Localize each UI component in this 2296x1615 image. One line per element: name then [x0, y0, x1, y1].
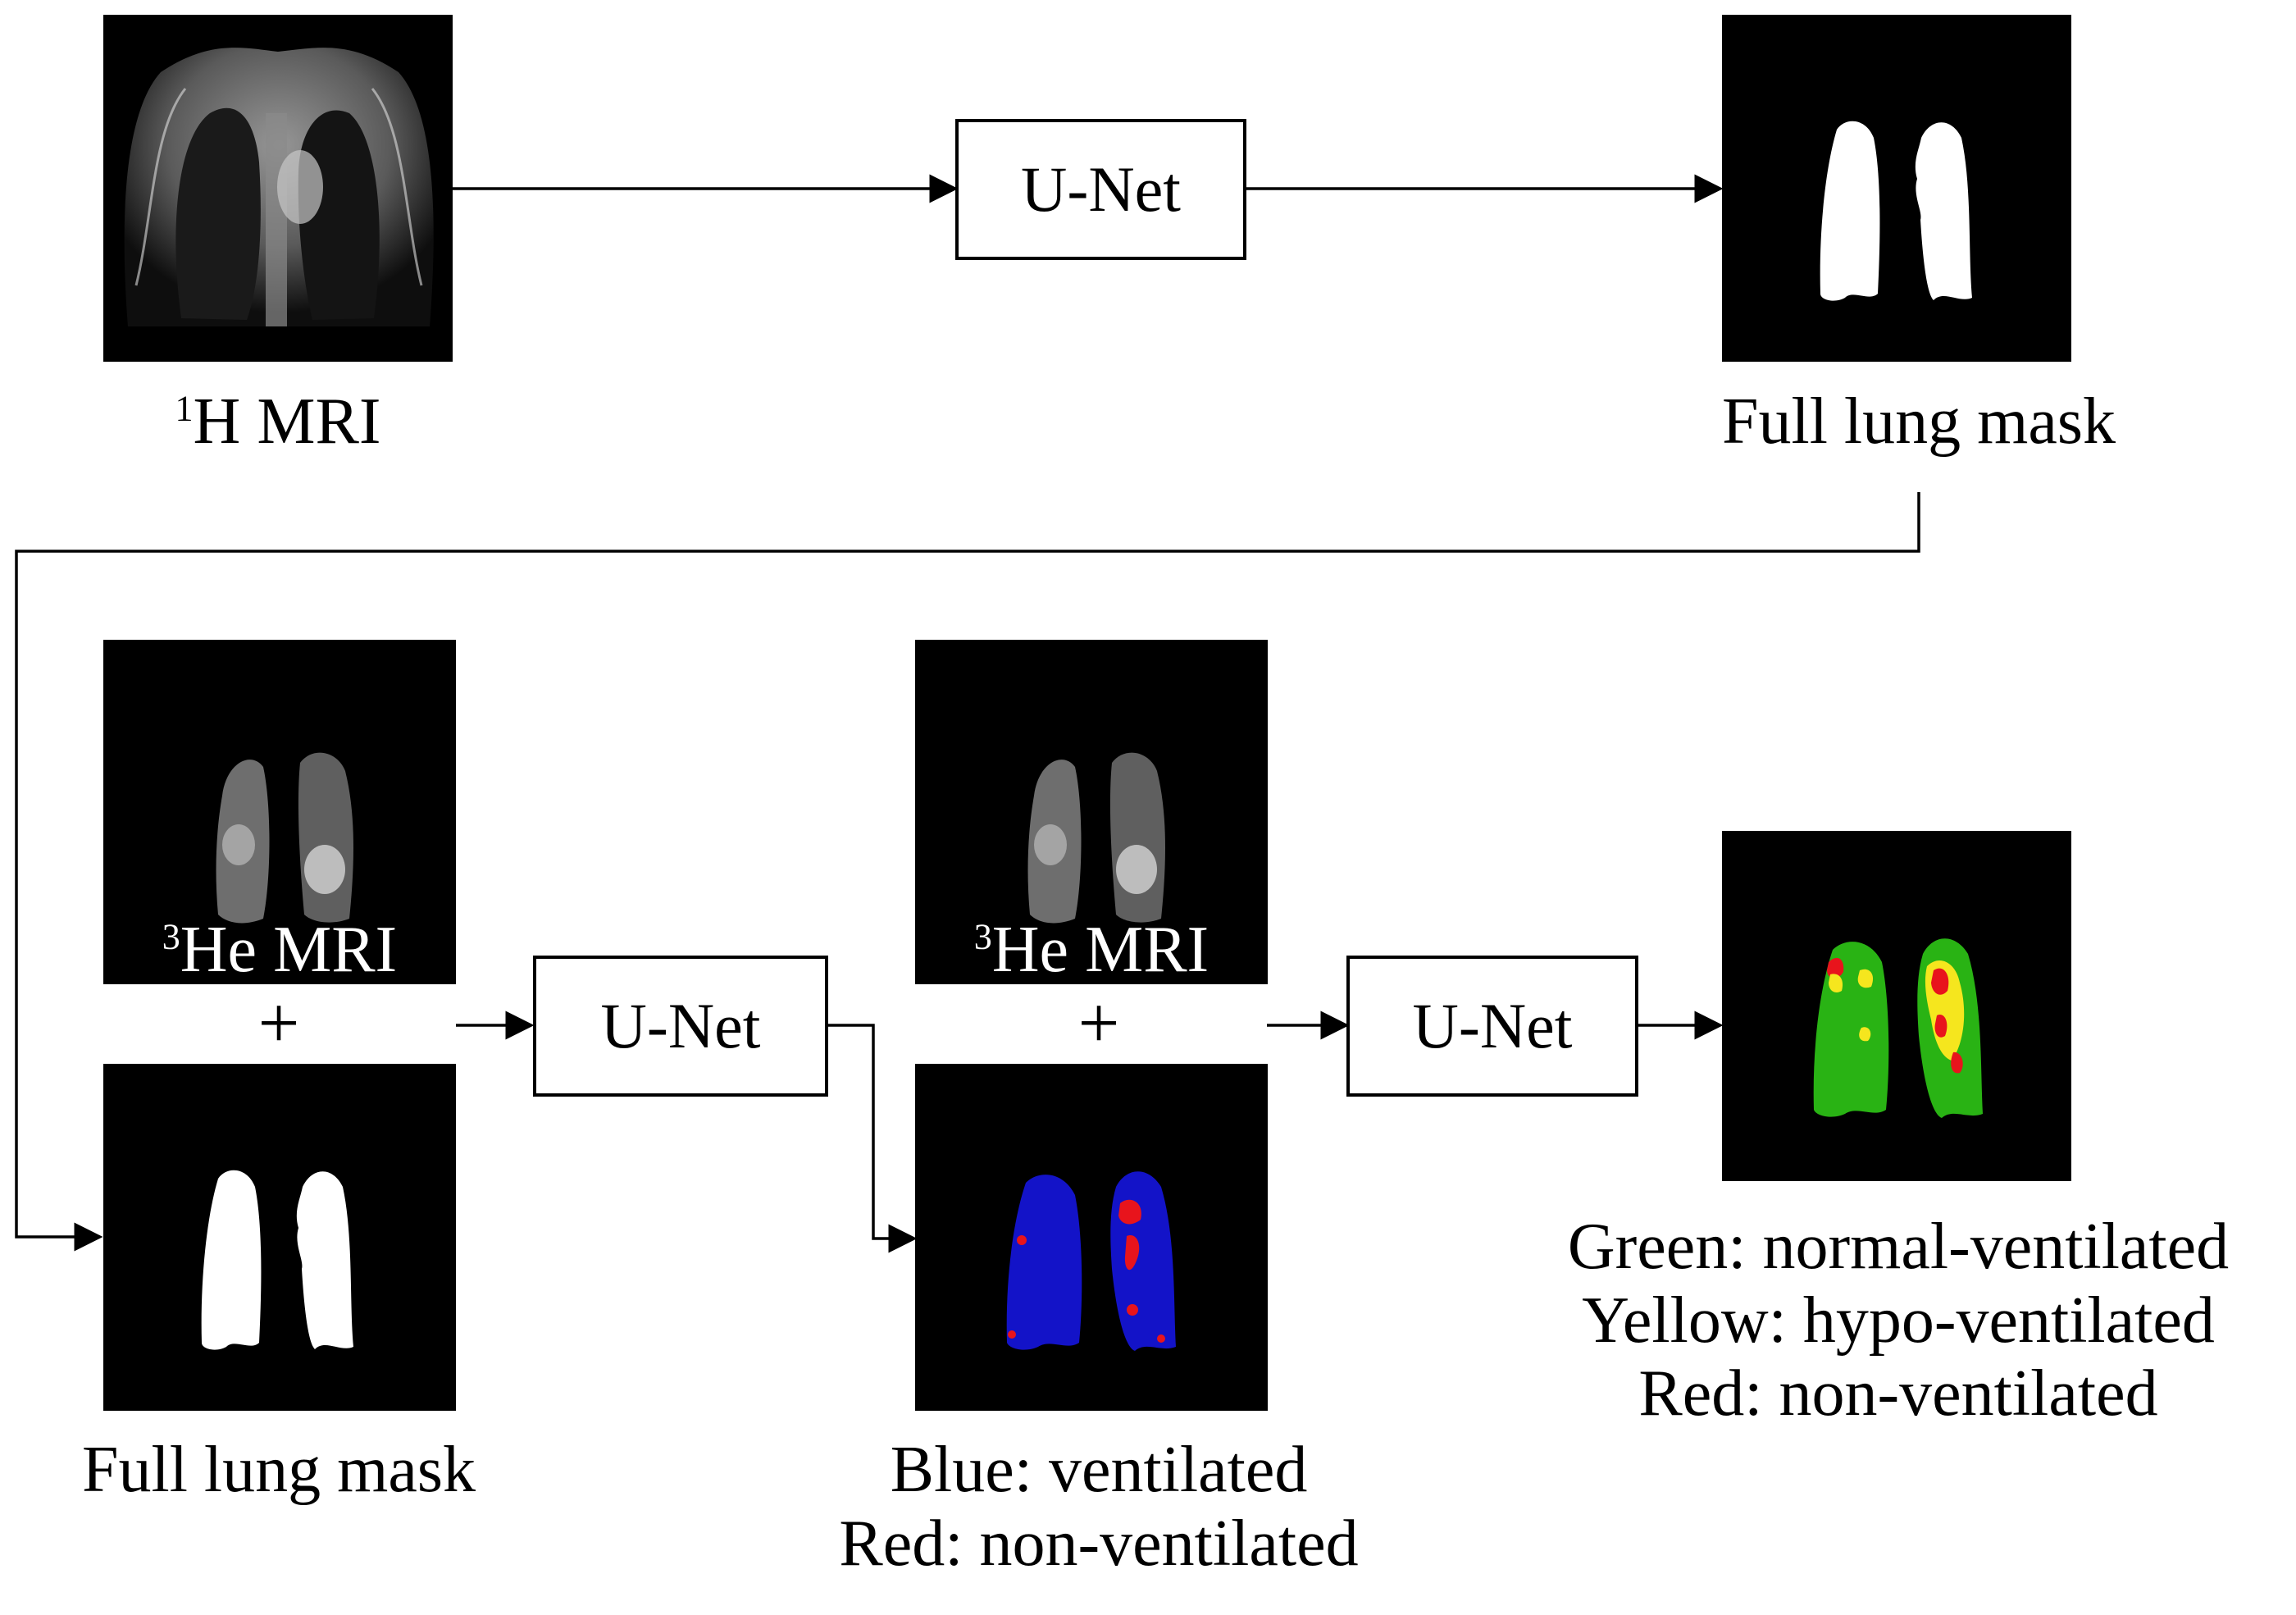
arrow-mask-to-stage2 [15, 492, 1920, 1252]
he-mri-2-label-text: He MRI [991, 914, 1210, 984]
he-mri-image-1-art [216, 752, 353, 924]
h-mri-label-text: H MRI [193, 386, 381, 458]
arrow-unet2-to-output [828, 1024, 918, 1253]
full-lung-mask-top-art [1820, 121, 1972, 301]
ventilation-classes-art [1813, 938, 1983, 1118]
stage3-legend-line-1: Green: normal-ventilated [1567, 1211, 2230, 1283]
he-mri-1-label-text: He MRI [180, 914, 398, 984]
stage3-legend-line-2: Yellow: hypo-ventilated [1582, 1284, 2215, 1357]
stage3-legend: Green: normal-ventilated Yellow: hypo-ve… [1533, 1211, 2263, 1431]
stage2-legend-line-2: Red: non-ventilated [839, 1507, 1359, 1580]
ventilation-mask-image [915, 1064, 1268, 1411]
unet-box-1-label: U-Net [1021, 153, 1181, 225]
he-mri-1-label-superscript: 3 [162, 916, 180, 957]
plus-sign-2: + [1077, 983, 1120, 1064]
full-lung-mask-top-image [1722, 15, 2071, 362]
he-mri-1-label: 3He MRI [103, 917, 456, 983]
plus-sign-1: + [257, 983, 300, 1064]
he-mri-image-2: 3He MRI [915, 640, 1268, 984]
unet-box-1: U-Net [955, 119, 1246, 260]
h-mri-label-superscript: 1 [175, 388, 194, 429]
unet-box-3: U-Net [1346, 956, 1638, 1097]
full-lung-mask-bottom-image [103, 1064, 456, 1411]
h-mri-image [103, 15, 453, 362]
h-mri-label: 1H MRI [103, 386, 453, 459]
stage3-legend-line-3: Red: non-ventilated [1638, 1357, 2158, 1430]
unet-box-2-label: U-Net [600, 990, 761, 1061]
stage2-legend: Blue: ventilated Red: non-ventilated [763, 1434, 1435, 1581]
unet-box-2: U-Net [533, 956, 828, 1097]
he-mri-2-label-superscript: 3 [973, 916, 992, 957]
stage2-legend-line-1: Blue: ventilated [890, 1434, 1308, 1506]
unet-box-3-label: U-Net [1412, 990, 1573, 1061]
he-mri-image-2-art [1027, 752, 1165, 924]
h-mri-image-art [124, 48, 434, 326]
full-lung-mask-bottom-label: Full lung mask [81, 1434, 476, 1506]
ventilation-classes-image [1722, 831, 2071, 1181]
he-mri-image-1: 3He MRI [103, 640, 456, 984]
ventilation-mask-art [1006, 1171, 1176, 1351]
full-lung-mask-bottom-art [201, 1170, 353, 1350]
full-lung-mask-top-label: Full lung mask [1721, 386, 2116, 458]
he-mri-2-label: 3He MRI [915, 917, 1268, 983]
